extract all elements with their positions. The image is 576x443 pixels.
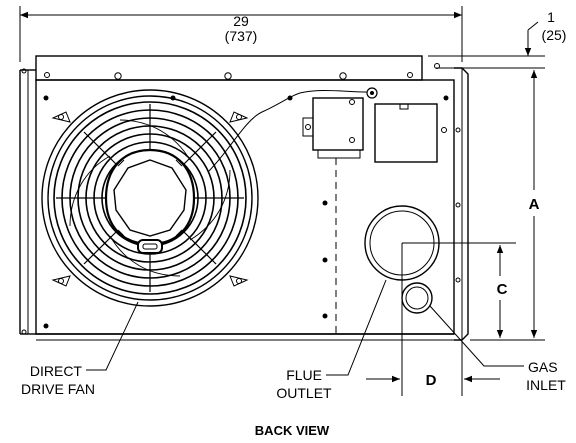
- flue-label-line1: FLUE: [286, 367, 322, 383]
- motor-wire: [207, 90, 369, 173]
- dimension-c: C: [402, 242, 516, 338]
- dimension-d: D: [366, 243, 500, 396]
- fan-motor-hub: [104, 148, 196, 254]
- fan-label-line1: DIRECT: [30, 363, 83, 379]
- flue-callout: FLUE OUTLET: [276, 279, 387, 401]
- top-offset-dimension: 1 (25): [428, 9, 567, 69]
- direct-drive-fan: [41, 87, 378, 307]
- gas-label-line2: INLET: [526, 377, 566, 393]
- width-mm-label: (737): [225, 28, 258, 44]
- fan-callout: DIRECT DRIVE FAN: [21, 301, 139, 397]
- top-rail-holes: [44, 63, 440, 80]
- cabinet: [19, 55, 469, 341]
- dimension-a-label: A: [529, 196, 540, 213]
- flue-label-line2: OUTLET: [276, 385, 332, 401]
- fan-blades: [69, 119, 231, 277]
- access-panel: [374, 103, 447, 163]
- dimension-a: A: [470, 67, 545, 341]
- gas-callout: GAS INLET: [429, 305, 566, 393]
- view-caption: BACK VIEW: [255, 423, 330, 438]
- width-inches-label: 29: [233, 13, 249, 29]
- panel-screws: [43, 95, 449, 329]
- width-dimension: 29 (737): [19, 6, 463, 62]
- top-offset-mm-label: (25): [542, 27, 567, 43]
- gas-inlet: [401, 282, 433, 314]
- fan-mounting-ears: [51, 111, 249, 287]
- dimension-c-label: C: [497, 281, 508, 298]
- top-offset-inches-label: 1: [547, 9, 555, 25]
- fan-label-line2: DRIVE FAN: [21, 381, 95, 397]
- junction-box: [302, 97, 364, 159]
- gas-label-line1: GAS: [528, 359, 558, 375]
- dimension-d-label: D: [426, 372, 437, 389]
